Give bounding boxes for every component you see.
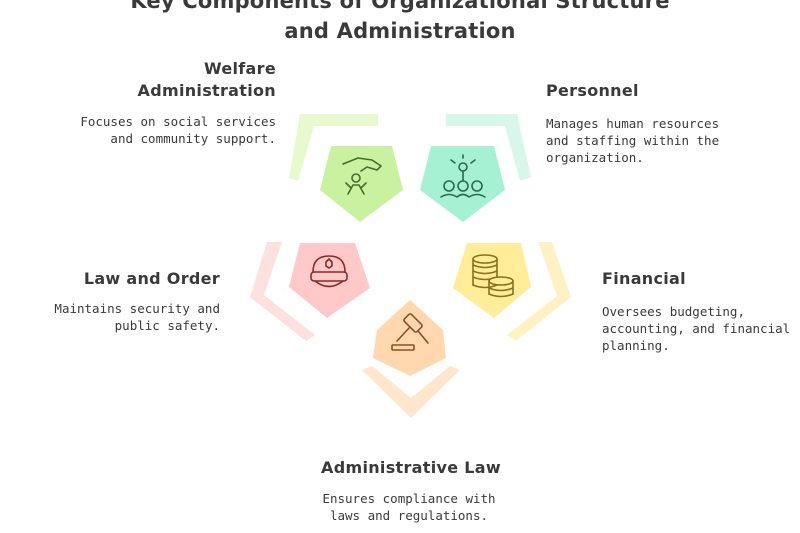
personnel-segment — [420, 146, 505, 222]
welfare-segment — [320, 146, 403, 222]
welfare-outer-arc — [289, 114, 378, 181]
administrative-law-desc-line-1: Ensures compliance with — [322, 491, 496, 506]
administrative-law-description: Ensures compliance with laws and regulat… — [0, 490, 800, 524]
title-line-2: and Administration — [284, 19, 516, 43]
financial-desc-line-1: Oversees budgeting, — [602, 304, 745, 319]
financial-description: Oversees budgeting, accounting, and fina… — [602, 303, 790, 354]
personnel-desc-line-2: and staffing within the — [546, 133, 720, 148]
personnel-desc-line-3: organization. — [546, 150, 644, 165]
law-order-desc-line-2: public safety. — [114, 318, 220, 333]
welfare-desc-line-1: Focuses on social services — [80, 114, 276, 129]
welfare-description: Focuses on social services and community… — [80, 113, 276, 147]
welfare-desc-line-2: and community support. — [110, 131, 276, 146]
welfare-label-line-1: Welfare — [203, 59, 276, 78]
gavel-icon — [391, 313, 429, 351]
people-network-icon — [440, 154, 486, 198]
coin-stacks-icon — [472, 254, 514, 298]
financial-desc-line-2: accounting, and financial — [602, 321, 791, 336]
personnel-label: Personnel — [546, 81, 639, 100]
welfare-label-line-2: Administration — [137, 81, 276, 100]
financial-label: Financial — [602, 269, 686, 288]
police-cap-icon — [310, 255, 348, 288]
personnel-description: Manages human resources and staffing wit… — [546, 115, 719, 166]
administrative-law-segment — [373, 300, 446, 376]
administrative-law-desc-line-2: laws and regulations. — [329, 508, 489, 523]
welfare-label: Welfare Administration — [138, 58, 276, 102]
personnel-desc-line-1: Manages human resources — [546, 116, 720, 131]
administrative-law-outer-arc — [362, 366, 460, 418]
helping-hand-person-icon — [342, 157, 382, 195]
law-order-desc-line-1: Maintains security and — [54, 301, 220, 316]
financial-outer-arc — [507, 242, 571, 341]
administrative-law-label: Administrative Law — [321, 458, 501, 477]
law-order-label: Law and Order — [83, 269, 220, 288]
personnel-outer-arc — [446, 114, 531, 181]
title-line-1: Key Components of Organizational Structu… — [130, 0, 670, 13]
diagram-title: Key Components of Organizational Structu… — [0, 0, 800, 46]
financial-desc-line-3: planning. — [602, 338, 670, 353]
law-order-description: Maintains security and public safety. — [54, 300, 220, 334]
law-order-outer-arc — [250, 242, 315, 341]
